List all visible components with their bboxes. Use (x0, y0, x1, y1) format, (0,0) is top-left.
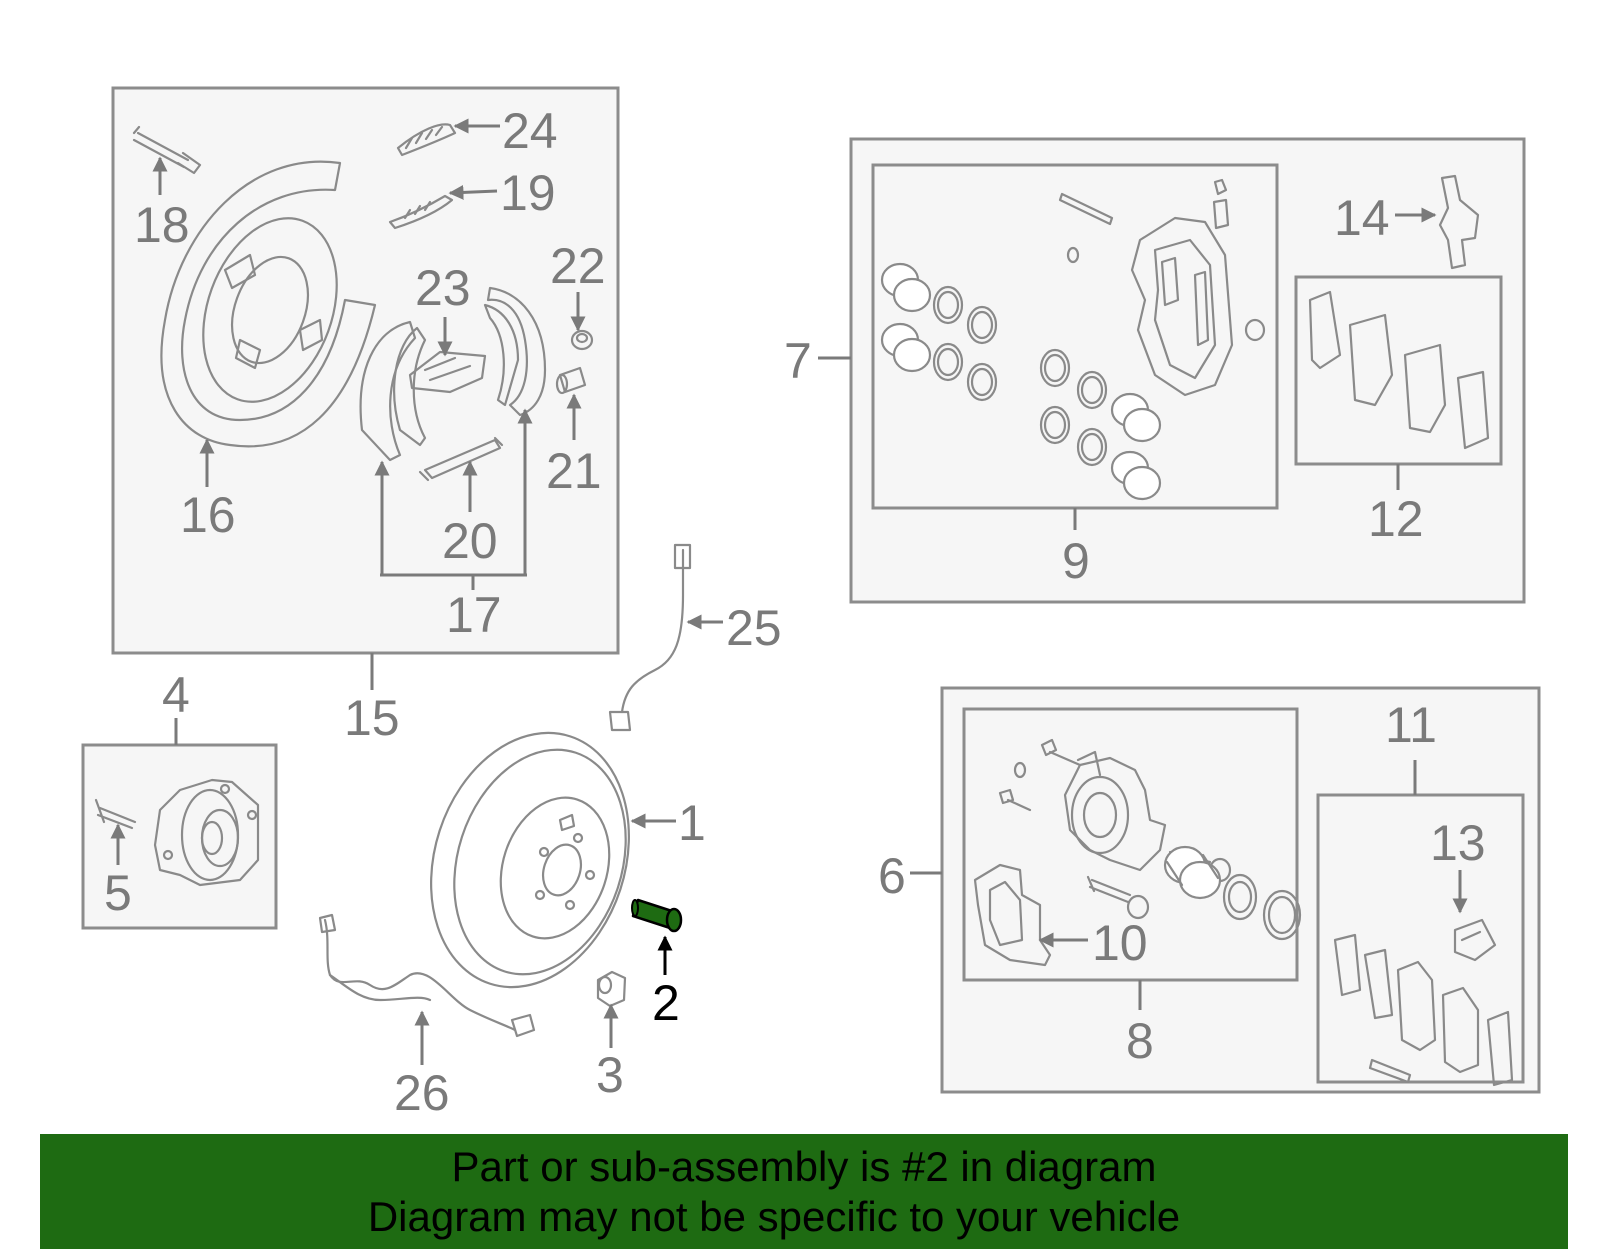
callout-7: 7 (784, 333, 812, 389)
callout-2: 2 (652, 975, 680, 1031)
callout-17: 17 (446, 587, 502, 643)
callout-12: 12 (1368, 491, 1424, 547)
callout-10: 10 (1092, 915, 1148, 971)
backing-plate-part (160, 160, 377, 448)
callout-25: 25 (726, 600, 782, 656)
callout-26: 26 (394, 1065, 450, 1121)
callout-24: 24 (502, 103, 558, 159)
callout-1: 1 (678, 795, 706, 851)
hub-part (94, 778, 260, 887)
cable-26-part (318, 913, 536, 1038)
rear-pads-part (1333, 918, 1514, 1087)
group-box-9-caliper-kit (871, 163, 1279, 510)
link-20-part (418, 436, 504, 482)
callout-14: 14 (1334, 190, 1390, 246)
callout-22: 22 (550, 238, 606, 294)
front-caliper-part (1058, 178, 1266, 397)
callout-6: 6 (878, 848, 906, 904)
callout-18: 18 (134, 197, 190, 253)
wire-25-part (608, 543, 692, 732)
pin-21-part (555, 366, 587, 395)
callout-23: 23 (415, 260, 471, 316)
group-box-8-caliper-kit (962, 707, 1299, 982)
callout-3: 3 (596, 1047, 624, 1103)
callout-13: 13 (1430, 815, 1486, 871)
rear-caliper-part (973, 738, 1302, 967)
nut-3-part (596, 970, 627, 1008)
callout-9: 9 (1062, 533, 1090, 589)
callout-16: 16 (180, 487, 236, 543)
callout-21: 21 (546, 443, 602, 499)
callout-20: 20 (442, 513, 498, 569)
callout-8: 8 (1126, 1013, 1154, 1069)
callout-15: 15 (344, 690, 400, 746)
bolt-18-part (132, 125, 202, 175)
footer-line-disclaimer: Diagram may not be specific to your vehi… (367, 1193, 1181, 1240)
footer-banner: Part or sub-assembly is #2 in diagram Di… (40, 1134, 1568, 1249)
footer-line-part-number: Part or sub-assembly is #2 in diagram (451, 1143, 1157, 1190)
callout-5: 5 (104, 865, 132, 921)
callout-4: 4 (162, 667, 190, 723)
clip-14-part (1438, 174, 1480, 270)
bolt-2-highlighted-part (631, 898, 683, 933)
group-box-12-front-pads (1294, 275, 1503, 466)
callout-11: 11 (1385, 697, 1437, 753)
spring-19-part (388, 194, 454, 230)
rotor-part (430, 731, 630, 989)
front-pads-12-part (1308, 290, 1490, 450)
callout-19: 19 (500, 165, 556, 221)
front-pistons-seals-part (880, 262, 1162, 501)
brake-shoes-17-part (359, 286, 547, 462)
